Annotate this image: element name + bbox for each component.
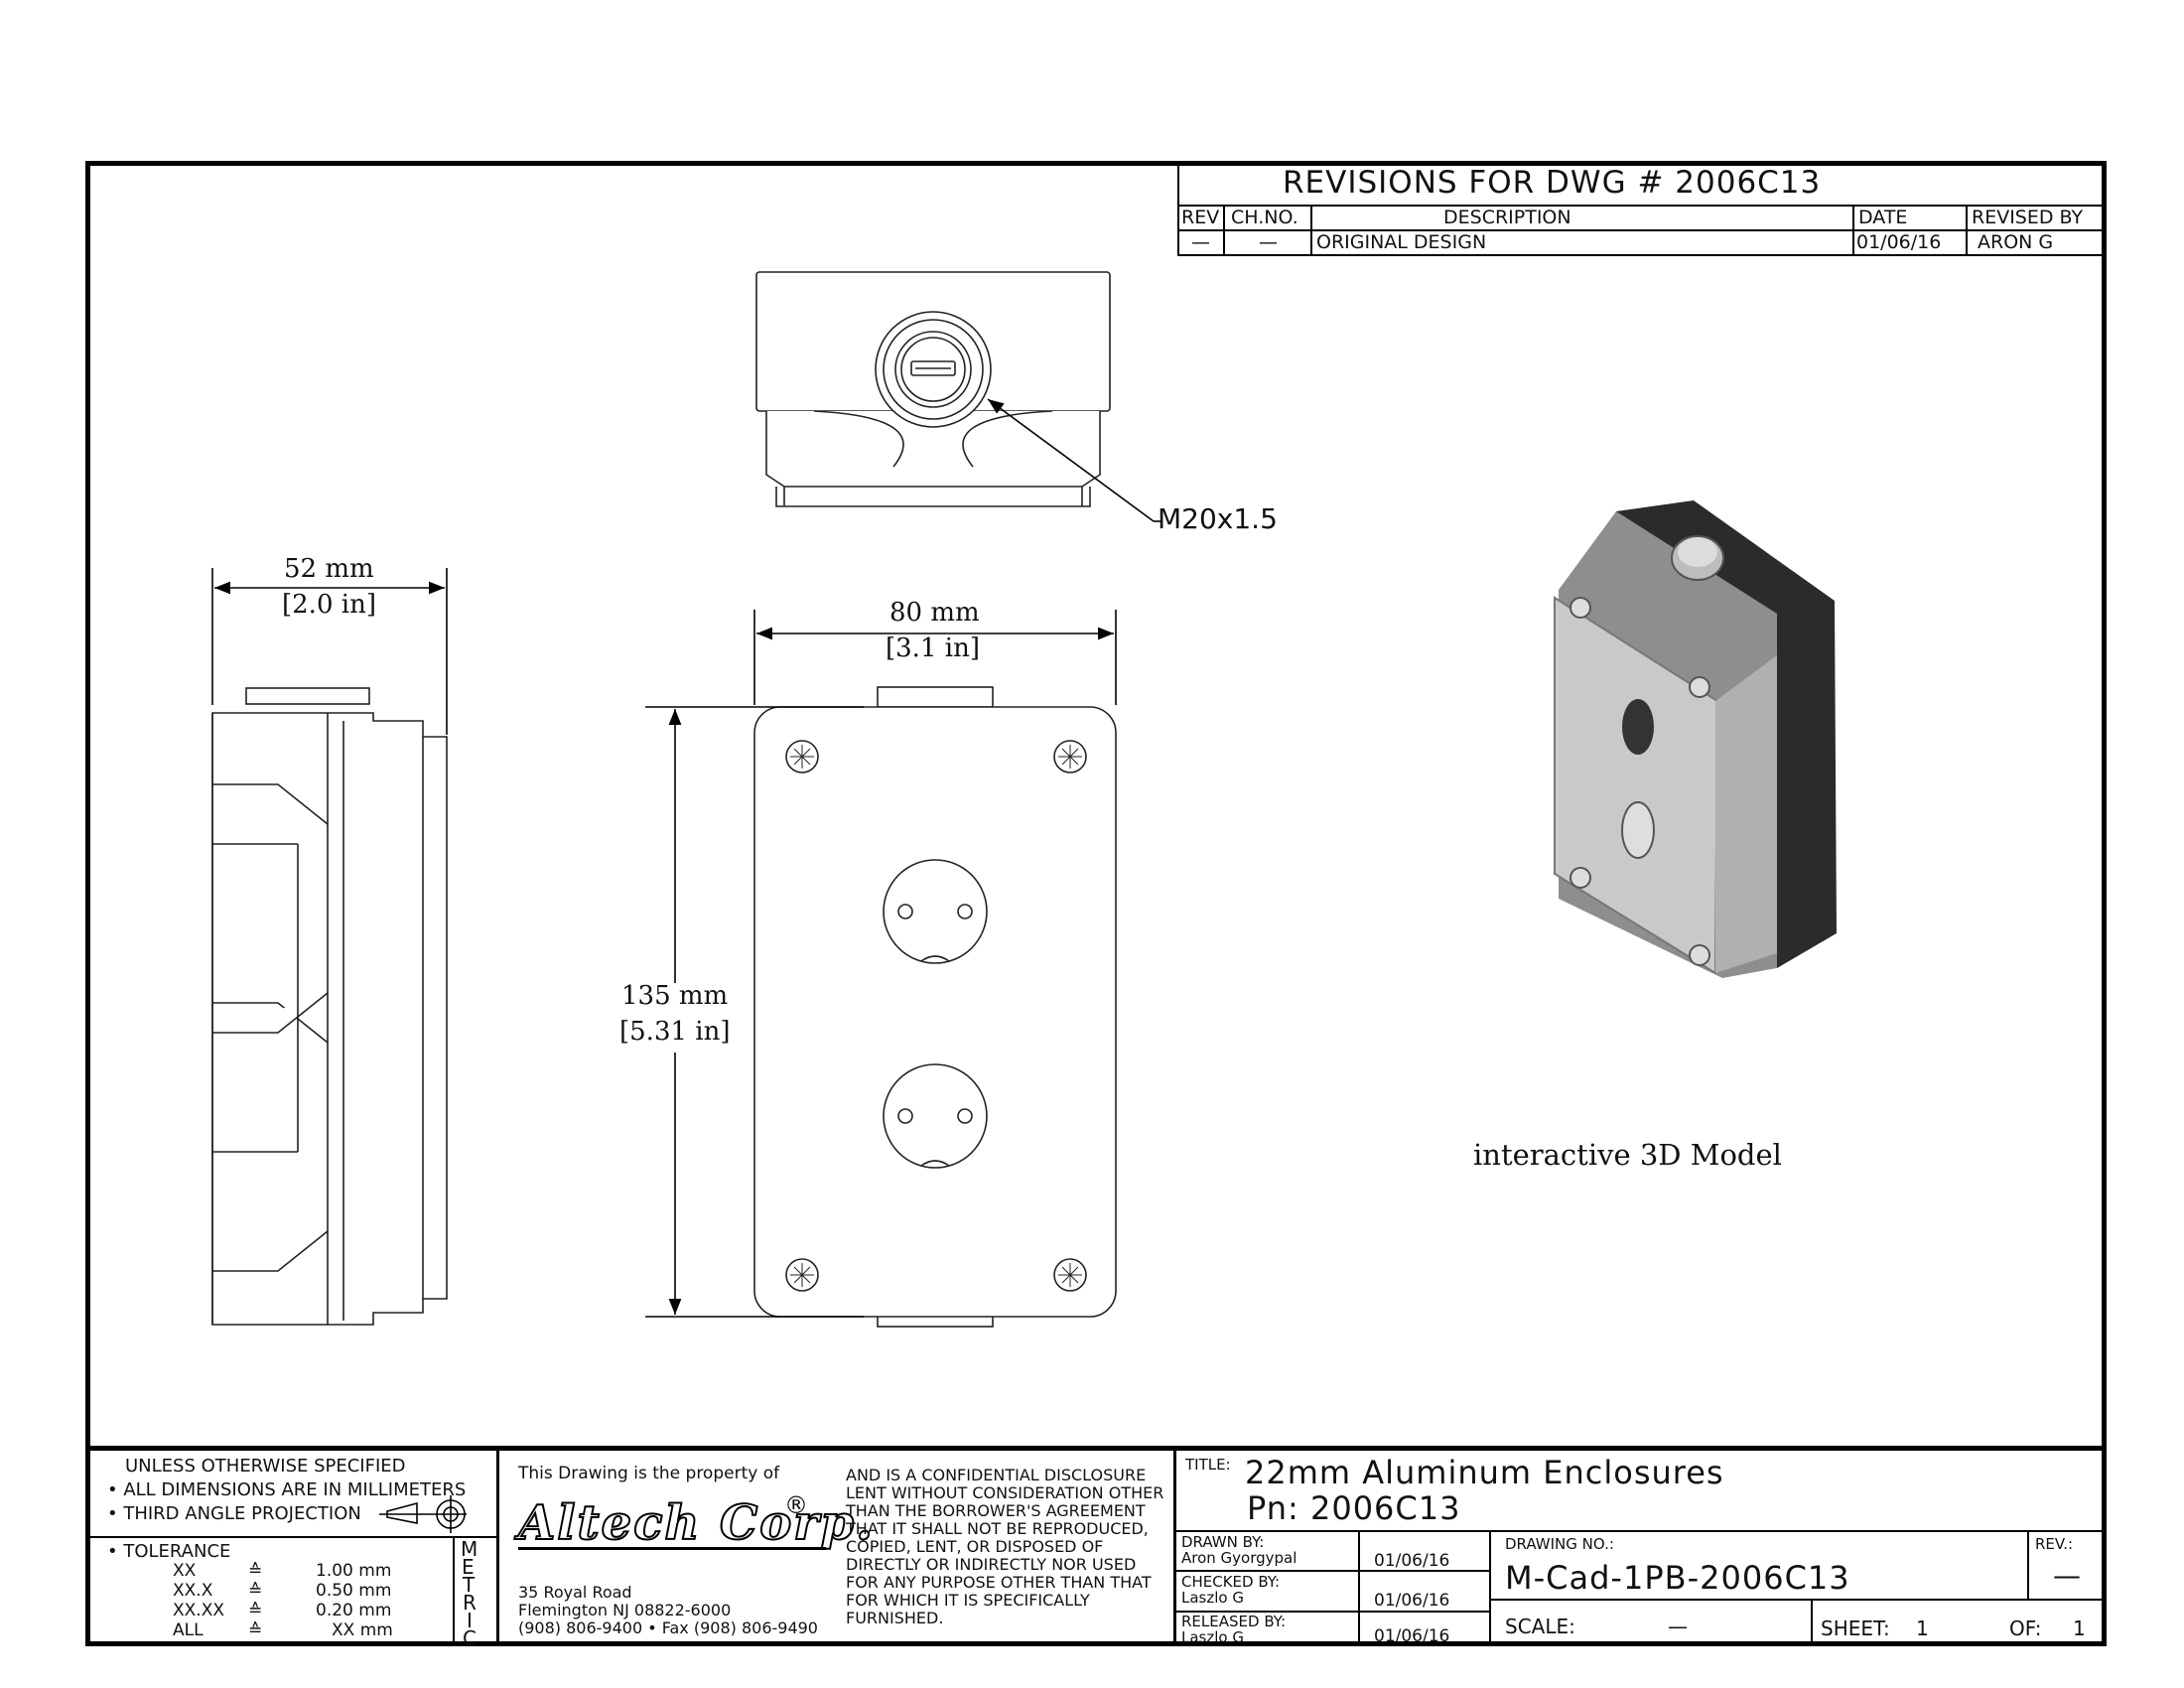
tolerance-sym: ≙: [248, 1561, 263, 1581]
date-cell: 01/06/16: [1856, 231, 1942, 253]
checked-by-label: CHECKED BY:: [1181, 1573, 1281, 1591]
notes-header: UNLESS OTHERWISE SPECIFIED: [125, 1456, 406, 1477]
property-text: This Drawing is the property of: [518, 1464, 780, 1483]
of-value: 1: [2073, 1617, 2086, 1640]
drawn-by-label: DRAWN BY:: [1181, 1533, 1265, 1551]
title-block: [85, 1446, 2107, 1646]
revised-by-cell: ARON G: [1978, 231, 2054, 253]
registered-mark: ®: [784, 1491, 808, 1519]
dim-height-in: [5.31 in]: [619, 1017, 731, 1047]
tolerance-val: 0.20 mm: [316, 1601, 392, 1620]
revised-by-header: REVISED BY: [1972, 207, 2084, 228]
address2: Flemington NJ 08822-6000: [518, 1601, 732, 1619]
thread-callout: M20x1.5: [1158, 502, 1278, 535]
tolerance-val: 0.50 mm: [316, 1581, 392, 1601]
released-by: Laszlo G: [1181, 1628, 1244, 1646]
description-cell: ORIGINAL DESIGN: [1316, 231, 1487, 253]
scale-value: —: [1668, 1615, 1688, 1638]
scale-label: SCALE:: [1505, 1615, 1575, 1638]
tolerance-key: ALL: [173, 1620, 204, 1640]
address1: 35 Royal Road: [518, 1583, 632, 1602]
rev-value: —: [2053, 1559, 2081, 1592]
revisions-title: REVISIONS FOR DWG # 2006C13: [1283, 165, 1822, 201]
rev-header: REV: [1181, 207, 1220, 228]
dim-depth-mm: 52 mm: [284, 554, 374, 584]
description-header: DESCRIPTION: [1443, 207, 1571, 228]
checked-by: Laszlo G: [1181, 1589, 1244, 1607]
model-label[interactable]: interactive 3D Model: [1473, 1138, 1782, 1172]
logo-underline: [518, 1547, 826, 1550]
dim-width-in: [3.1 in]: [886, 633, 980, 663]
drawing-title: 22mm Aluminum Enclosures: [1245, 1454, 1724, 1491]
tolerance-key: XX.X: [173, 1581, 213, 1601]
released-by-label: RELEASED BY:: [1181, 1613, 1287, 1630]
tolerance-sym: ≙: [248, 1620, 263, 1640]
of-label: OF:: [2009, 1617, 2042, 1640]
title-label: TITLE:: [1185, 1456, 1231, 1474]
drawing-number: M-Cad-1PB-2006C13: [1505, 1559, 1850, 1597]
sheet-label: SHEET:: [1821, 1617, 1890, 1640]
rev-label: REV.:: [2035, 1535, 2074, 1553]
released-date: 01/06/16: [1374, 1626, 1450, 1646]
drawing-no-label: DRAWING NO.:: [1505, 1535, 1614, 1553]
company-logo: Altech Corp.: [517, 1494, 875, 1552]
part-number: Pn: 2006C13: [1247, 1489, 1461, 1527]
tolerance-sym: ≙: [248, 1601, 263, 1620]
phone-fax: (908) 806-9400 • Fax (908) 806-9490: [518, 1618, 818, 1637]
date-header: DATE: [1858, 207, 1908, 228]
dim-height-mm: 135 mm: [621, 981, 729, 1011]
tolerance-sym: ≙: [248, 1581, 263, 1601]
dim-width-mm: 80 mm: [889, 598, 980, 628]
drawn-date: 01/06/16: [1374, 1551, 1450, 1571]
side-view: [211, 687, 448, 1326]
chno-cell: —: [1259, 231, 1278, 253]
tolerance-key: XX.XX: [173, 1601, 224, 1620]
tolerance-val: 1.00 mm: [316, 1561, 392, 1581]
3d-model-icon: [1554, 500, 1837, 978]
dim-depth-in: [2.0 in]: [282, 590, 376, 620]
front-view: [753, 686, 1117, 1328]
drawing-frame: [85, 161, 2107, 1646]
tolerance-val: XX mm: [332, 1620, 393, 1640]
notes-line1: • ALL DIMENSIONS ARE IN MILLIMETERS: [107, 1479, 467, 1500]
sheet-value: 1: [1916, 1617, 1929, 1640]
checked-date: 01/06/16: [1374, 1591, 1450, 1611]
notes-line2: • THIRD ANGLE PROJECTION: [107, 1503, 361, 1524]
chno-header: CH.NO.: [1231, 207, 1298, 228]
rev-cell: —: [1191, 231, 1210, 253]
top-view: [755, 271, 1111, 507]
tolerance-key: XX: [173, 1561, 197, 1581]
drawn-by: Aron Gyorgypal: [1181, 1549, 1297, 1567]
tolerance-label: • TOLERANCE: [107, 1541, 231, 1562]
revisions-table: REVISIONS FOR DWG # 2006C13 REV CH.NO. D…: [1177, 161, 2107, 256]
